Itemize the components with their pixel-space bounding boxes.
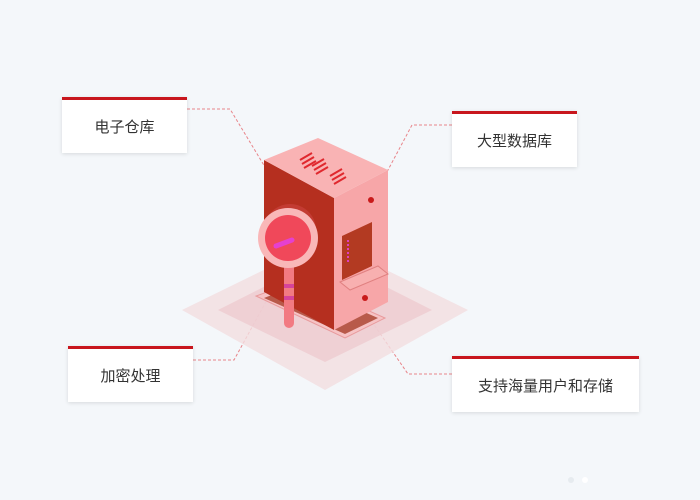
feature-label: 支持海量用户和存储 [477,377,613,395]
feature-card-mass-users-storage: 支持海量用户和存储 [452,356,639,412]
feature-label: 大型数据库 [476,132,552,150]
feature-label: 加密处理 [100,367,161,385]
carousel-dot-2-active[interactable] [582,477,588,483]
magnifier [258,208,318,328]
carousel-dot-1[interactable] [568,477,574,483]
feature-card-large-database: 大型数据库 [452,111,577,167]
feature-card-encryption: 加密处理 [68,346,193,402]
feature-card-electronic-warehouse: 电子仓库 [62,97,187,153]
feature-label: 电子仓库 [94,118,155,136]
